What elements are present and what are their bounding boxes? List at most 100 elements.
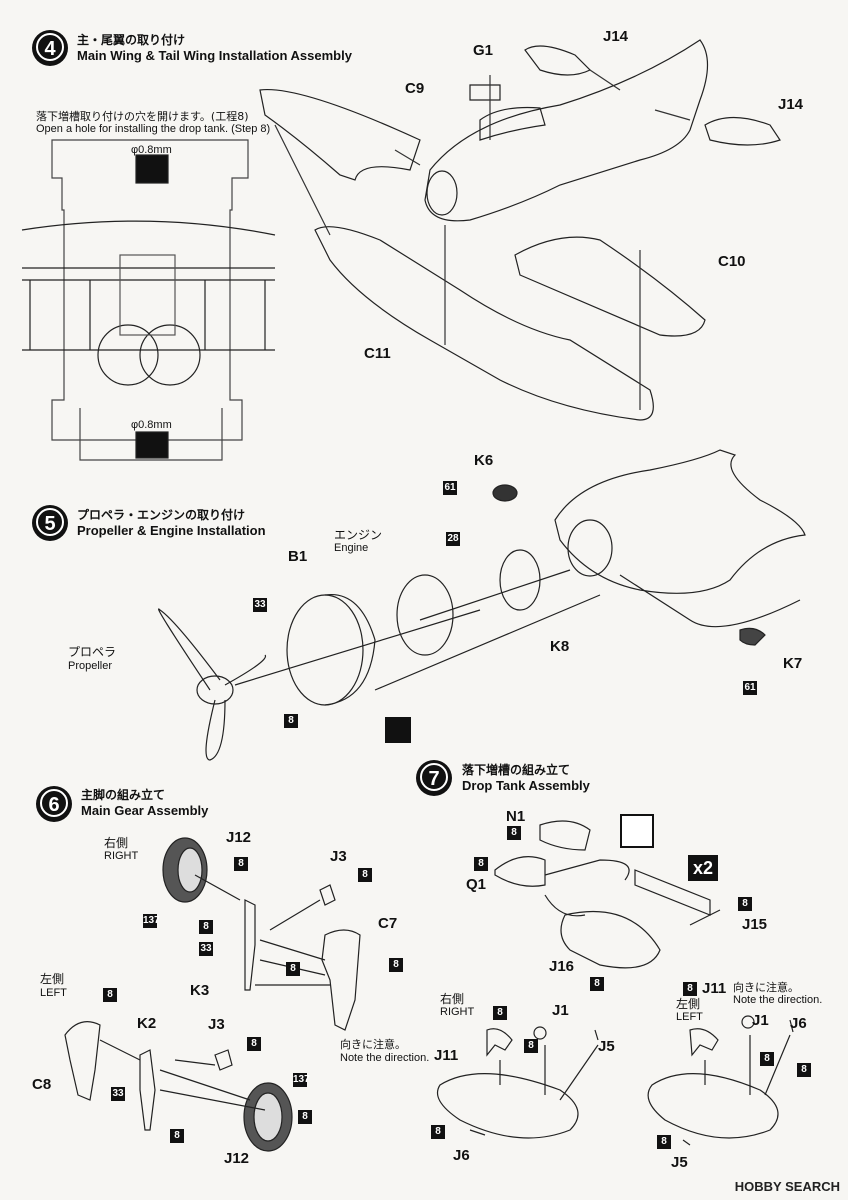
part-j12-left: J12 bbox=[224, 1150, 250, 1167]
paint-8-c7b: 8 bbox=[389, 958, 403, 972]
paint-8-j11-right: 8 bbox=[493, 1006, 507, 1020]
step-5-title-en: Propeller & Engine Installation bbox=[77, 523, 266, 538]
paint-28: 28 bbox=[446, 532, 460, 546]
quantity-x2-badge: x2 bbox=[688, 855, 718, 881]
step-7-title-en: Drop Tank Assembly bbox=[462, 778, 590, 793]
propeller-label-jp: プロペラ bbox=[68, 645, 117, 659]
paint-33-left: 33 bbox=[111, 1087, 125, 1101]
paint-8-j1-right: 8 bbox=[524, 1039, 538, 1053]
part-k6: K6 bbox=[474, 452, 494, 469]
tank-right-label-jp: 右側 bbox=[440, 992, 465, 1006]
part-c10: C10 bbox=[718, 253, 746, 270]
part-j14-right: J14 bbox=[778, 96, 804, 113]
part-j15: J15 bbox=[742, 916, 768, 933]
direction-note-jp: 向きに注意。 bbox=[340, 1038, 406, 1051]
part-j3-right: J3 bbox=[330, 848, 347, 865]
left-label-en: LEFT bbox=[40, 987, 67, 999]
paint-8-j1-left: 8 bbox=[760, 1052, 774, 1066]
step-7-number: 7 bbox=[416, 760, 452, 796]
step-6-title-jp: 主脚の組み立て bbox=[81, 788, 166, 802]
part-k7: K7 bbox=[783, 655, 803, 672]
part-j11-right: J11 bbox=[434, 1047, 459, 1064]
paint-8-j12-left: 8 bbox=[298, 1110, 312, 1124]
step-4-header: 主・尾翼の取り付け Main Wing & Tail Wing Installa… bbox=[77, 31, 352, 63]
step-7-header: 落下増槽の組み立て Drop Tank Assembly bbox=[462, 761, 590, 793]
step-4-title-en: Main Wing & Tail Wing Installation Assem… bbox=[77, 48, 352, 63]
paint-8-step5: 8 bbox=[284, 714, 298, 728]
propeller-label-en: Propeller bbox=[68, 660, 113, 672]
paint-8-c7: 8 bbox=[286, 962, 300, 976]
part-b1: B1 bbox=[288, 548, 308, 565]
part-j14-top: J14 bbox=[603, 28, 629, 45]
watermark-logo: HOBBY SEARCH bbox=[734, 1179, 840, 1194]
paint-8-j6-left: 8 bbox=[797, 1063, 811, 1077]
part-j3-left: J3 bbox=[208, 1016, 225, 1033]
part-g1: G1 bbox=[473, 42, 494, 59]
part-j5-left: J5 bbox=[671, 1154, 688, 1171]
paint-8-j16: 8 bbox=[590, 977, 604, 991]
left-label-jp: 左側 bbox=[40, 972, 65, 986]
step-6-header: 主脚の組み立て Main Gear Assembly bbox=[81, 786, 208, 818]
paint-8-q1: 8 bbox=[474, 857, 488, 871]
paint-flag-icon bbox=[620, 814, 654, 848]
part-j6-left: J6 bbox=[790, 1015, 807, 1032]
engine-label-jp: エンジン bbox=[334, 528, 383, 542]
paint-33-right: 33 bbox=[199, 942, 213, 956]
step-5-header: プロペラ・エンジンの取り付け Propeller & Engine Instal… bbox=[77, 506, 266, 538]
paint-8-k2: 8 bbox=[170, 1129, 184, 1143]
part-j6-right: J6 bbox=[453, 1147, 470, 1164]
step-5-title-jp: プロペラ・エンジンの取り付け bbox=[77, 508, 246, 522]
paint-8-n1: 8 bbox=[507, 826, 521, 840]
step-4-note-en: Open a hole for installing the drop tank… bbox=[36, 123, 271, 135]
part-j11-left: J11 bbox=[702, 980, 727, 997]
wings-illustration bbox=[259, 45, 781, 421]
part-k2: K2 bbox=[137, 1015, 157, 1032]
tank-left-label-en: LEFT bbox=[676, 1011, 703, 1023]
paint-8-strut: 8 bbox=[199, 920, 213, 934]
paint-137-right: 137 bbox=[143, 914, 160, 928]
hole-size-top: φ0.8mm bbox=[131, 144, 172, 156]
step-4-title-jp: 主・尾翼の取り付け bbox=[77, 33, 186, 47]
paint-33: 33 bbox=[253, 598, 267, 612]
step-7-title-jp: 落下増槽の組み立て bbox=[462, 763, 571, 777]
tank-left-label-jp: 左側 bbox=[676, 997, 701, 1011]
part-q1: Q1 bbox=[466, 876, 487, 893]
hole-size-bottom: φ0.8mm bbox=[131, 419, 172, 431]
paint-8-j5-left: 8 bbox=[657, 1135, 671, 1149]
step-6-title-en: Main Gear Assembly bbox=[81, 803, 209, 818]
paint-8-c8: 8 bbox=[103, 988, 117, 1002]
paint-61-top: 61 bbox=[443, 481, 457, 495]
right-label-en: RIGHT bbox=[104, 850, 139, 862]
paint-137-left: 137 bbox=[293, 1073, 310, 1087]
paint-8-j15: 8 bbox=[738, 897, 752, 911]
part-c8: C8 bbox=[32, 1076, 52, 1093]
right-label-jp: 右側 bbox=[104, 836, 129, 850]
cement-icon bbox=[385, 717, 411, 743]
paint-8-j11-left: 8 bbox=[683, 982, 697, 996]
step-5-number: 5 bbox=[32, 505, 68, 541]
fuselage-illustration bbox=[424, 39, 709, 222]
part-j1-right: J1 bbox=[552, 1002, 569, 1019]
drop-tank-illustration bbox=[436, 820, 794, 1146]
part-k8: K8 bbox=[550, 638, 570, 655]
step-4-number: 4 bbox=[32, 30, 68, 66]
paint-8-j6-right: 8 bbox=[431, 1125, 445, 1139]
wing-underside-inset bbox=[21, 139, 276, 461]
tank-direction-note-jp: 向きに注意。 bbox=[733, 981, 799, 994]
paint-8-j3-left: 8 bbox=[247, 1037, 261, 1051]
part-c11: C11 bbox=[364, 345, 391, 362]
paint-8-j3: 8 bbox=[358, 868, 372, 882]
part-k3: K3 bbox=[190, 982, 210, 999]
part-j1-left: J1 bbox=[752, 1012, 769, 1029]
part-c9: C9 bbox=[405, 80, 425, 97]
main-gear-illustration bbox=[64, 837, 361, 1152]
engine-propeller-illustration bbox=[158, 449, 806, 761]
part-j16: J16 bbox=[549, 958, 575, 975]
tank-right-label-en: RIGHT bbox=[440, 1006, 475, 1018]
part-c7: C7 bbox=[378, 915, 398, 932]
part-j12-right: J12 bbox=[226, 829, 252, 846]
engine-label-en: Engine bbox=[334, 542, 369, 554]
paint-61-bottom: 61 bbox=[743, 681, 757, 695]
paint-8-j12: 8 bbox=[234, 857, 248, 871]
